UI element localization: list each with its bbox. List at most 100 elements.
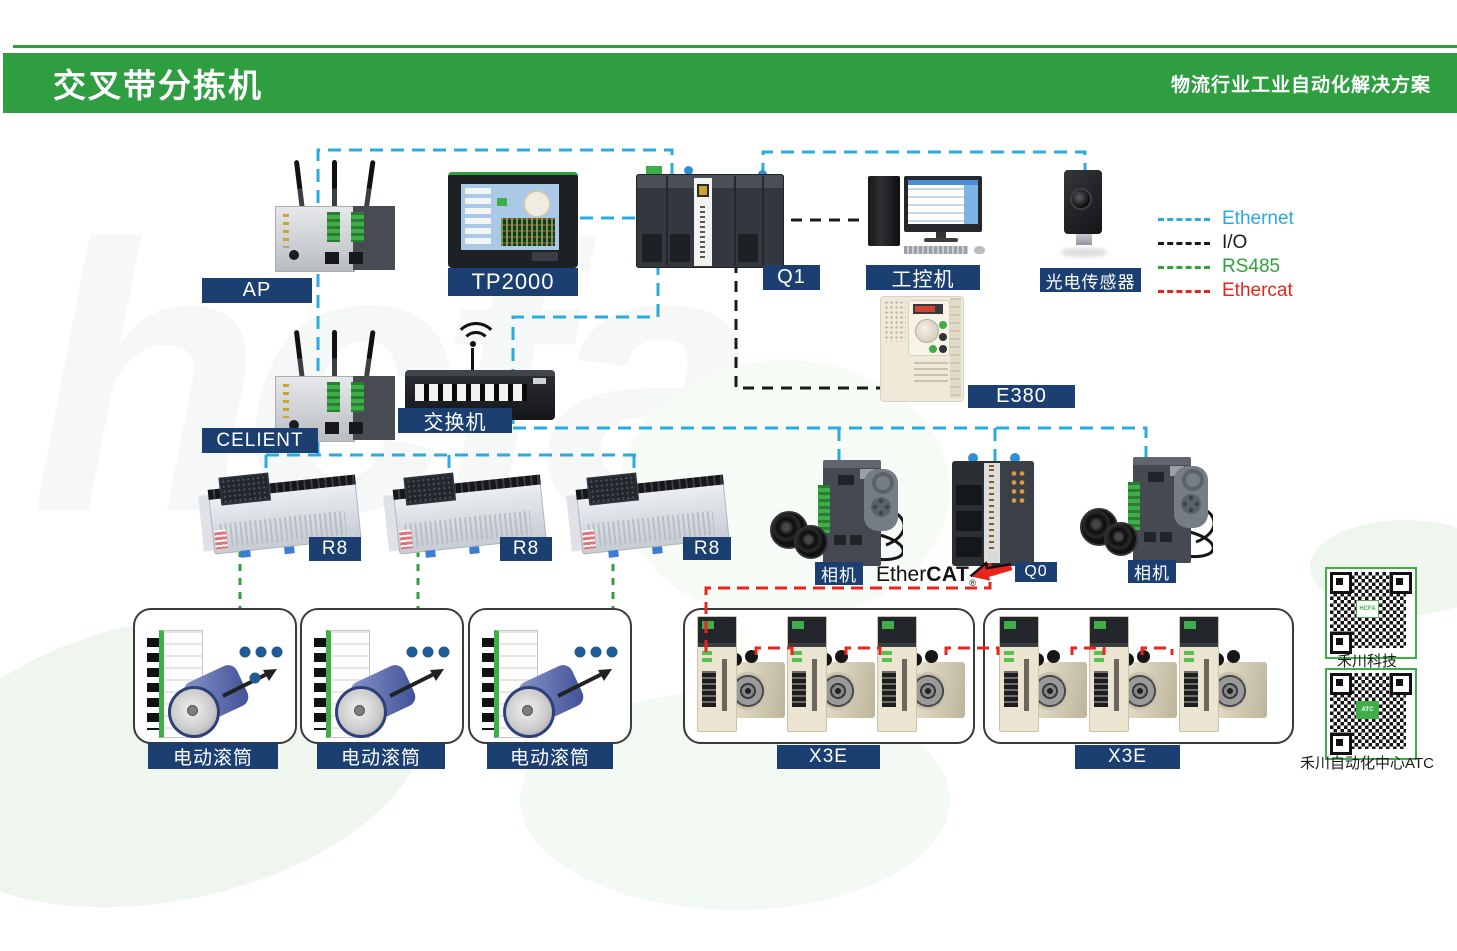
label-tp2000: TP2000 bbox=[448, 268, 578, 296]
label-roller-1: 电动滚筒 bbox=[148, 743, 278, 769]
monitor-stand bbox=[936, 232, 946, 239]
sensor-connector bbox=[1076, 234, 1092, 245]
drive-display bbox=[702, 621, 714, 629]
x3e-servo-box-2 bbox=[983, 608, 1294, 744]
ethernet-port bbox=[325, 252, 339, 264]
hmi-screen-green-block bbox=[497, 198, 507, 206]
qr-code-atc: ATC bbox=[1325, 668, 1417, 760]
terminal-block bbox=[1128, 482, 1140, 530]
io-line-q1-e380 bbox=[734, 262, 884, 390]
switch-led bbox=[533, 378, 546, 384]
antenna-icon bbox=[332, 330, 337, 382]
inverter-dial bbox=[915, 319, 939, 343]
label-switch: 交换机 bbox=[398, 408, 512, 434]
tp2000-hmi bbox=[448, 172, 578, 268]
legend-row-ethercat: Ethercat bbox=[1158, 280, 1293, 302]
inverter-vents bbox=[950, 298, 961, 398]
ethercat-chain-seg bbox=[844, 646, 882, 655]
camera-port bbox=[1148, 472, 1164, 482]
run-button bbox=[939, 321, 947, 329]
motor-connector bbox=[1047, 650, 1060, 663]
wifi-icon bbox=[461, 331, 491, 361]
plc-connector bbox=[738, 234, 758, 262]
io-dash-icon bbox=[1158, 241, 1210, 245]
drive-top-panel bbox=[788, 617, 826, 647]
motor-connector bbox=[1227, 650, 1240, 663]
legend-label: I/O bbox=[1222, 232, 1248, 253]
qr-caption-bottom: 禾川自动化中心ATC bbox=[1300, 755, 1434, 772]
label-q0: Q0 bbox=[1015, 562, 1057, 582]
drive-connector bbox=[1094, 671, 1108, 707]
qr-finder bbox=[1390, 673, 1412, 695]
servo-unit bbox=[999, 610, 1094, 738]
label-camera-left: 相机 bbox=[815, 562, 863, 585]
coupler-led-grid bbox=[1010, 469, 1026, 503]
terminal-block bbox=[646, 166, 662, 176]
hmi-screen-list bbox=[465, 188, 491, 244]
pc-monitor bbox=[904, 176, 982, 232]
servo-drive bbox=[999, 616, 1039, 732]
hmi-screen-gauge bbox=[523, 190, 551, 218]
antenna-icon bbox=[332, 160, 337, 212]
q0-device bbox=[952, 453, 1044, 568]
drive-leds bbox=[1184, 651, 1194, 663]
label-roller-2: 电动滚筒 bbox=[317, 743, 445, 769]
monitor-base bbox=[924, 238, 958, 242]
hmi-button bbox=[532, 252, 558, 261]
celient-connector bbox=[289, 420, 299, 430]
motor-connector bbox=[925, 650, 938, 663]
plc-display bbox=[697, 184, 709, 197]
keypad-button bbox=[939, 345, 947, 353]
ethercat-logo-bold: CAT bbox=[926, 563, 970, 586]
legend-label: Ethercat bbox=[1222, 280, 1293, 301]
coupler-label bbox=[988, 551, 998, 561]
label-camera-right: 相机 bbox=[1128, 560, 1176, 583]
keypad-button bbox=[929, 345, 937, 353]
label-roller-3: 电动滚筒 bbox=[487, 743, 613, 769]
drive-slot bbox=[1204, 659, 1209, 711]
module-seam bbox=[762, 176, 764, 266]
drive-top-panel bbox=[698, 617, 736, 647]
module-seam bbox=[666, 176, 668, 266]
drive-top-panel bbox=[1000, 617, 1038, 647]
label-r8-2: R8 bbox=[500, 537, 552, 561]
label-x3e-2: X3E bbox=[1075, 745, 1180, 769]
drive-connector bbox=[1184, 671, 1198, 707]
drive-display bbox=[1184, 621, 1196, 629]
screw-icon bbox=[1010, 453, 1020, 463]
plc-connector bbox=[670, 234, 690, 262]
camera-port bbox=[1160, 532, 1172, 542]
camera-lens-icon bbox=[1104, 522, 1138, 556]
label-photo-sensor: 光电传感器 bbox=[1040, 268, 1141, 292]
terminal-block bbox=[351, 212, 364, 242]
drive-connector bbox=[1004, 671, 1018, 707]
drive-slot bbox=[1024, 659, 1029, 711]
servo-unit bbox=[1179, 610, 1274, 738]
industrial-pc bbox=[860, 172, 988, 257]
hmi-screen bbox=[461, 184, 559, 250]
camera-port bbox=[1144, 532, 1156, 542]
plc-connector bbox=[642, 234, 662, 262]
wifi-icon bbox=[470, 341, 476, 347]
plc-label-text bbox=[700, 206, 705, 258]
mouse bbox=[974, 246, 985, 254]
drive-slot bbox=[812, 659, 817, 711]
drive-leds bbox=[792, 651, 802, 663]
camera-right-device bbox=[1078, 452, 1213, 564]
label-q1: Q1 bbox=[763, 265, 820, 290]
drive-leds bbox=[702, 651, 712, 663]
drive-slot bbox=[902, 659, 907, 711]
photo-sensor-device bbox=[1058, 168, 1110, 260]
label-r8-1: R8 bbox=[309, 537, 361, 561]
rs485-dash-icon bbox=[1158, 265, 1210, 269]
screw-icon bbox=[968, 453, 978, 463]
ethernet-line-ap-q1 bbox=[316, 148, 674, 455]
drive-display bbox=[792, 621, 804, 629]
legend-row-rs485: RS485 bbox=[1158, 256, 1280, 278]
ethernet-port bbox=[349, 252, 363, 264]
pc-tower bbox=[868, 176, 900, 246]
remote-ring bbox=[1182, 469, 1204, 491]
q1-plc bbox=[636, 166, 784, 268]
switch-ports bbox=[415, 384, 527, 401]
ap-device bbox=[275, 159, 400, 272]
